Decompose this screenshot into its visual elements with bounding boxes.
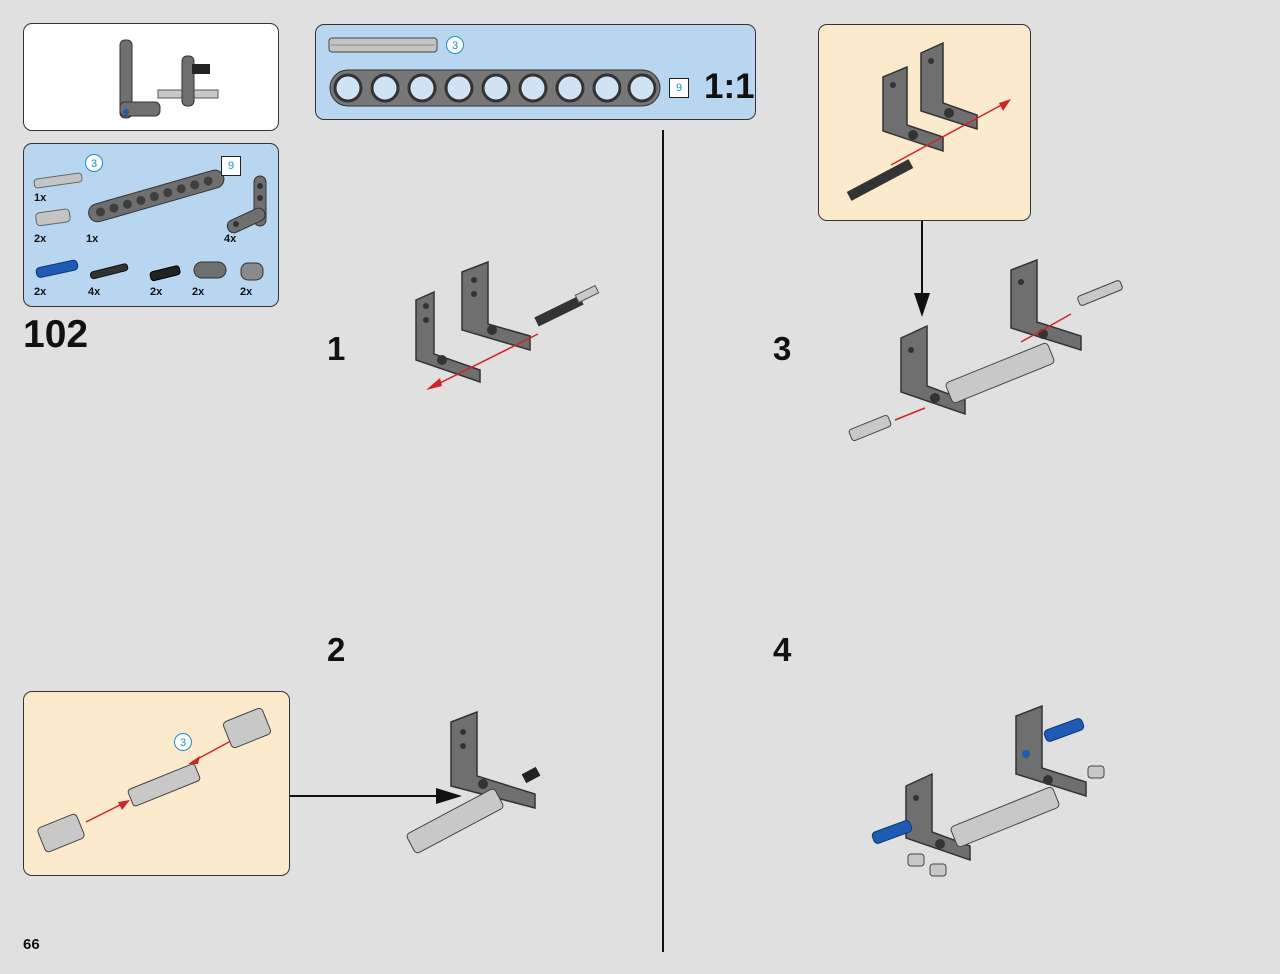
- step-3-callout-arrow: [921, 221, 923, 303]
- step-2-callout-arrow: [290, 795, 442, 797]
- scale-reference-panel: 3 9 1:1: [315, 24, 756, 120]
- part-qty-beam-9: 1x: [86, 233, 99, 245]
- step-3-arrowhead-icon: [914, 293, 930, 317]
- submodel-preview-illustration: [119, 39, 219, 119]
- scale-axle-label: 3: [446, 36, 464, 54]
- part-axle-3-icon: [33, 172, 83, 189]
- axle-size-label: 3: [85, 154, 103, 172]
- step-4-number: 4: [773, 631, 792, 668]
- part-qty-pin-connector: 2x: [192, 286, 205, 298]
- parts-list-panel: 3 1x 2x 9 1x 4x 2x 4x 2x 2x: [23, 143, 279, 307]
- step-3-illustration: [848, 258, 1123, 442]
- step-1-number: 1: [327, 330, 346, 367]
- part-beam-9-icon: [88, 169, 225, 223]
- step-2-callout: 3: [23, 691, 290, 876]
- part-qty-axle-pin-black: 4x: [88, 286, 101, 298]
- part-pin-blue-icon: [35, 259, 79, 278]
- column-divider: [662, 130, 664, 952]
- step-2-arrowhead-icon: [436, 788, 462, 804]
- step-4-illustration: [871, 704, 1105, 877]
- page-number: 66: [23, 936, 40, 953]
- part-qty-pin-blue: 2x: [34, 286, 47, 298]
- step-3-callout-illustration: [846, 41, 1011, 201]
- scale-ratio: 1:1: [704, 67, 755, 106]
- step-3-number: 3: [773, 330, 792, 367]
- part-axle-pin-black-icon: [89, 263, 129, 280]
- part-qty-bush: 2x: [240, 286, 253, 298]
- part-pin-connector-icon: [193, 261, 227, 279]
- part-qty-axle-connector: 2x: [34, 233, 47, 245]
- beam-size-label: 9: [221, 156, 241, 176]
- part-qty-l-beam: 4x: [224, 233, 237, 245]
- set-number: 102: [23, 313, 89, 356]
- axle-3-scale-icon: [328, 37, 438, 53]
- step-2-illustration: [406, 710, 541, 854]
- step-3-callout: [818, 24, 1031, 221]
- part-pin-black-icon: [149, 265, 181, 282]
- submodel-preview: [23, 23, 279, 131]
- part-qty-pin-black: 2x: [150, 286, 163, 298]
- part-qty-axle-3: 1x: [34, 192, 47, 204]
- part-axle-connector-icon: [35, 208, 71, 227]
- step-2-callout-axle-label: 3: [174, 733, 192, 751]
- part-l-beam-icon: [226, 175, 267, 234]
- step-2-number: 2: [327, 631, 346, 668]
- step-1-illustration: [415, 260, 600, 390]
- beam-9-scale-icon: [329, 69, 661, 107]
- part-bush-icon: [240, 262, 264, 281]
- step-2-callout-illustration: [37, 707, 272, 853]
- scale-beam-label: 9: [669, 78, 689, 98]
